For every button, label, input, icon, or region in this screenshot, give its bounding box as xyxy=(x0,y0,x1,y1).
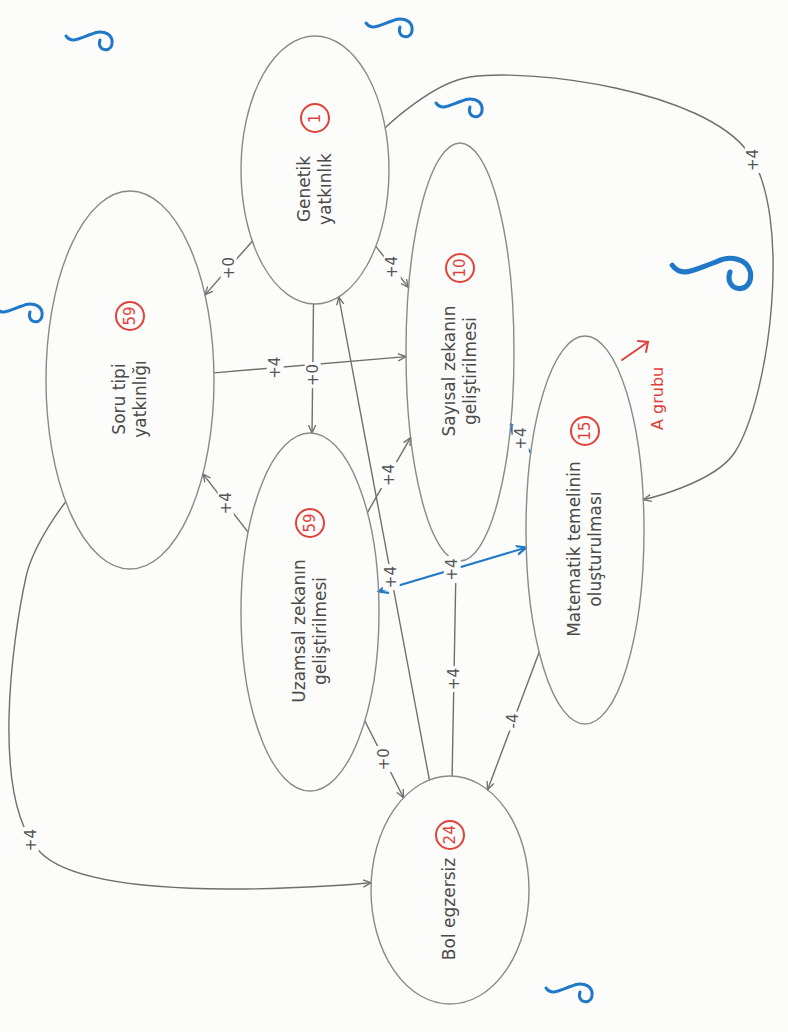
edge-weight: +4 xyxy=(217,490,234,516)
ellipse-shape xyxy=(371,776,529,1004)
node-label: Matematik temelinin oluşturulması xyxy=(564,454,607,644)
edge-weight: +4 xyxy=(446,666,463,692)
concept-ellipse: Uzamsal zekanın geliştirilmesi 59 xyxy=(240,432,380,792)
check-mark xyxy=(0,304,42,322)
edge-weight: +4 xyxy=(444,556,461,582)
edge-weight: +4 xyxy=(383,564,400,590)
causal-arrow xyxy=(385,75,773,500)
score-number: 24 xyxy=(435,820,465,850)
node-content: Matematik temelinin oluşturulması 15 xyxy=(564,416,607,644)
ellipse-shape xyxy=(526,336,644,724)
node-content: Soru tipi yatkınlığı 59 xyxy=(109,301,152,459)
node-label: Soru tipi yatkınlığı xyxy=(109,339,152,459)
score-number: 59 xyxy=(295,508,325,538)
edge-weight: -4 xyxy=(505,711,522,730)
check-mark xyxy=(366,19,412,37)
edge-weight: +4 xyxy=(23,827,40,853)
edge-weight: +4 xyxy=(384,254,401,280)
causal-arrow xyxy=(339,297,430,780)
causal-arrow xyxy=(205,241,252,295)
check-mark xyxy=(546,984,592,1002)
causal-arrow xyxy=(376,246,409,287)
edge-weight: +4 xyxy=(745,147,762,173)
node-content: Sayısal zekanın geliştirilmesi 10 xyxy=(439,253,482,451)
check-mark xyxy=(436,99,482,117)
score-number: 15 xyxy=(570,416,600,446)
ellipse-shape xyxy=(241,36,389,304)
edge-weight: +4 xyxy=(381,462,398,488)
causal-arrow xyxy=(365,721,404,798)
causal-arrow xyxy=(367,437,410,512)
concept-ellipse: Bol egzersiz 24 xyxy=(370,775,530,1005)
causal-arrow xyxy=(203,474,248,532)
edge-weight: +4 xyxy=(513,425,530,451)
node-label: Genetik yatkınlık xyxy=(294,142,337,237)
edge-weight: +0 xyxy=(220,255,237,281)
causal-arrow xyxy=(9,502,371,889)
check-mark xyxy=(672,258,750,288)
node-label: Bol egzersiz xyxy=(439,858,460,960)
node-content: Bol egzersiz 24 xyxy=(435,820,465,960)
causal-arrow xyxy=(379,548,527,592)
node-label: Uzamsal zekanın geliştirilmesi xyxy=(289,546,332,716)
edge-weight: +0 xyxy=(304,362,321,388)
margin-note: A grubu xyxy=(648,365,667,432)
concept-ellipse: Genetik yatkınlık 1 xyxy=(240,35,390,305)
causal-arrow xyxy=(511,424,531,453)
concept-ellipse: Sayısal zekanın geliştirilmesi 10 xyxy=(405,142,515,562)
ellipse-shape xyxy=(406,143,514,561)
node-content: Genetik yatkınlık 1 xyxy=(294,104,337,237)
causal-arrow xyxy=(488,652,540,790)
red-leader-arrowhead xyxy=(638,341,648,352)
node-content: Uzamsal zekanın geliştirilmesi 59 xyxy=(289,508,332,716)
score-number: 10 xyxy=(445,253,475,283)
concept-ellipse: Matematik temelinin oluşturulması 15 xyxy=(525,335,645,725)
ellipse-shape xyxy=(241,433,379,791)
check-mark xyxy=(66,32,112,50)
score-number: 59 xyxy=(115,301,145,331)
edge-weight: +4 xyxy=(267,355,284,381)
ellipse-shape xyxy=(46,191,214,569)
concept-ellipse: Soru tipi yatkınlığı 59 xyxy=(45,190,215,570)
score-number: 1 xyxy=(300,104,330,134)
red-leader-arrow xyxy=(622,342,648,360)
edge-weight: +0 xyxy=(376,746,393,772)
node-label: Sayısal zekanın geliştirilmesi xyxy=(439,291,482,451)
